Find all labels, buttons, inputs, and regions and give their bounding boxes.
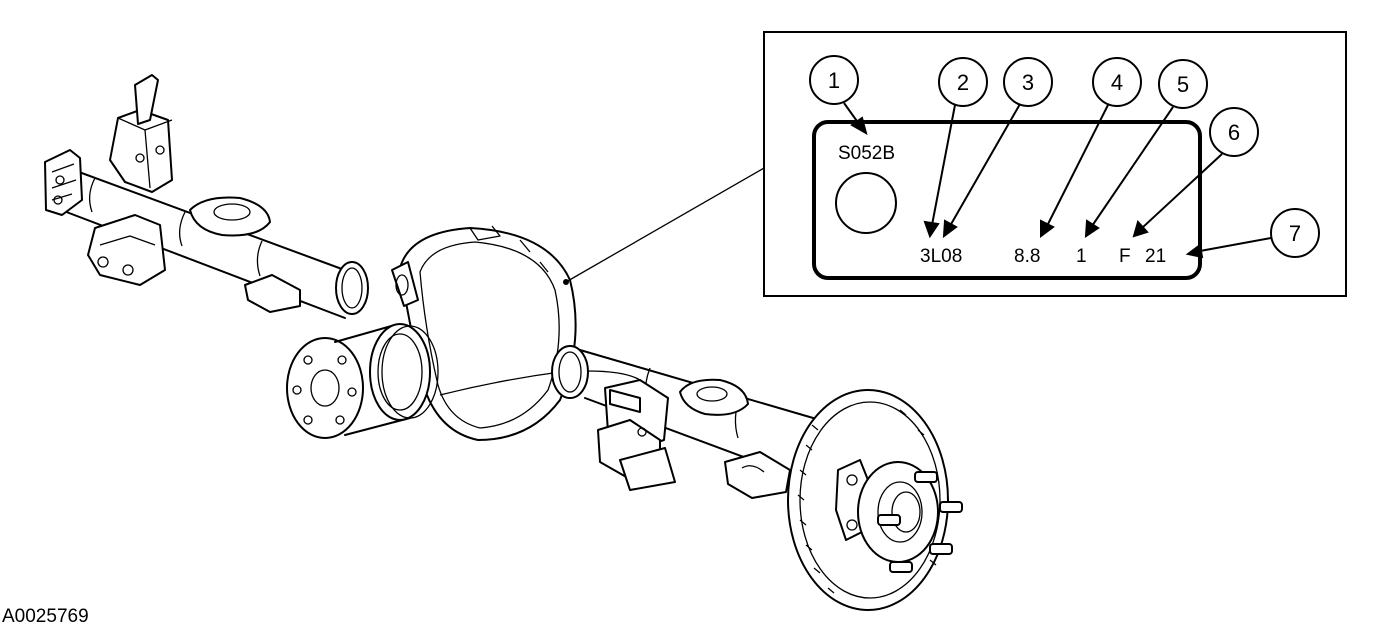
callout-3: 3 <box>1003 57 1053 107</box>
tag-shift: 1 <box>1076 246 1087 267</box>
svg-text:2: 2 <box>957 70 969 95</box>
callout-7: 7 <box>1270 208 1320 258</box>
callout-6: 6 <box>1209 107 1259 157</box>
detail-leader-dot <box>563 279 569 285</box>
rear-axle-illustration <box>44 74 963 611</box>
callout-leaders <box>843 102 1272 259</box>
tag-ratio: 21 <box>1145 246 1166 267</box>
callout-4: 4 <box>1092 57 1142 107</box>
callout-2: 2 <box>938 57 988 107</box>
tag-hole <box>835 172 897 234</box>
svg-text:7: 7 <box>1289 221 1301 246</box>
id-tag-plate <box>812 120 1202 280</box>
callout-1: 1 <box>809 55 859 105</box>
figure-id: A0025769 <box>2 606 89 627</box>
detail-leader-line <box>565 167 765 283</box>
tag-plant-date: 3L08 <box>920 246 962 267</box>
tag-ring-gear-size: 8.8 <box>1014 246 1040 267</box>
tag-traction: F <box>1119 246 1131 267</box>
callout-5: 5 <box>1158 59 1208 109</box>
tag-part-number: S052B <box>838 143 895 164</box>
svg-text:6: 6 <box>1228 120 1240 145</box>
svg-text:4: 4 <box>1111 70 1123 95</box>
svg-text:1: 1 <box>828 68 840 93</box>
svg-text:3: 3 <box>1022 70 1034 95</box>
id-tag-detail-box: S052B 3L08 8.8 1 F 21 1 2 3 4 5 6 <box>763 31 1347 297</box>
svg-text:5: 5 <box>1177 72 1189 97</box>
